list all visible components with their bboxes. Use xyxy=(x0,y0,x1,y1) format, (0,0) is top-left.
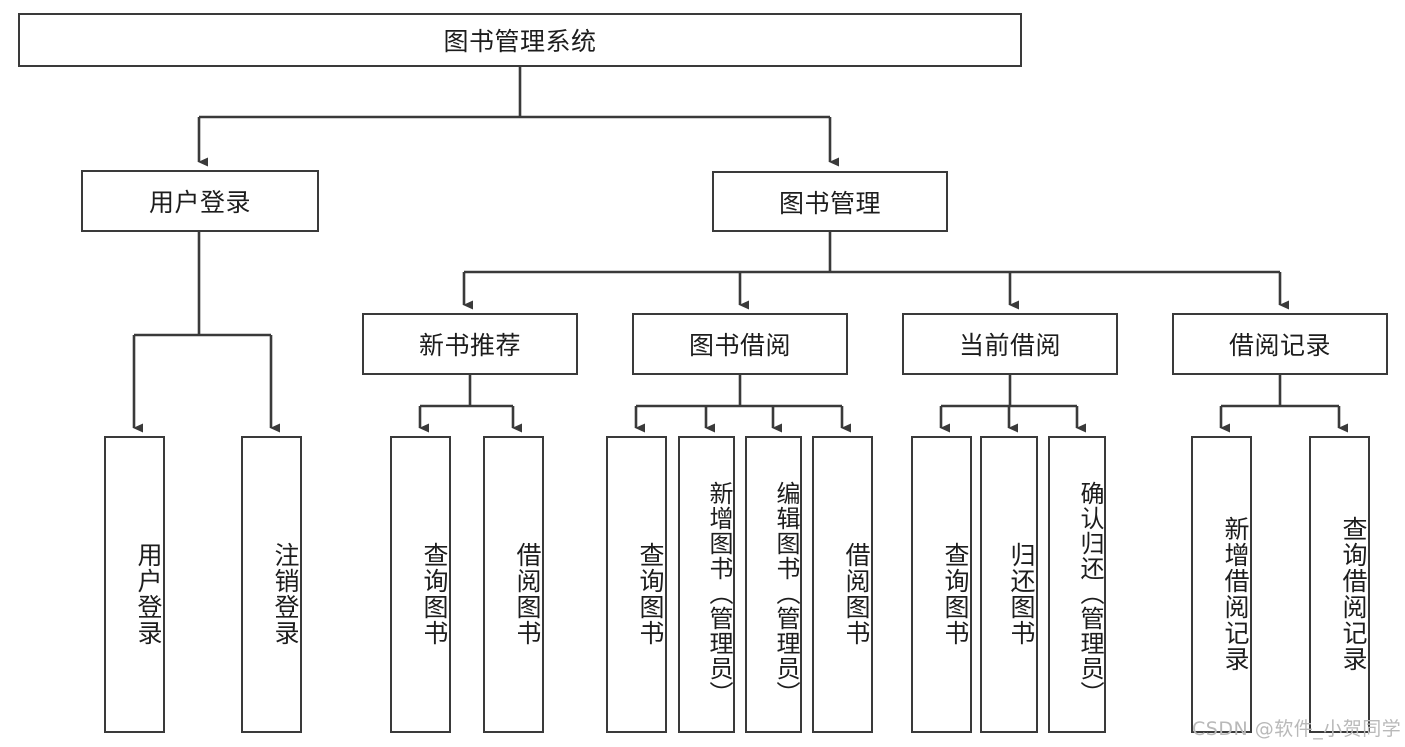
node-book-management-label: 图书管理 xyxy=(778,188,881,218)
node-leaf-edit-book-admin-label: 编辑图书（管理员） xyxy=(772,481,800,706)
node-leaf-add-book-admin[interactable]: 新增图书（管理员） xyxy=(678,436,735,733)
node-leaf-add-book-admin-label: 新增图书（管理员） xyxy=(705,481,733,706)
node-book-borrow[interactable]: 图书借阅 xyxy=(632,313,848,375)
node-new-book-recommendation[interactable]: 新书推荐 xyxy=(362,313,578,375)
node-leaf-add-borrow-record-label: 新增借阅记录 xyxy=(1221,515,1250,672)
node-user-login-label: 用户登录 xyxy=(148,188,251,217)
node-root-label: 图书管理系统 xyxy=(443,27,597,56)
node-leaf-query-book-borrow[interactable]: 查询图书 xyxy=(606,436,667,733)
node-leaf-confirm-return-admin-label: 确认归还（管理员） xyxy=(1076,481,1104,706)
node-leaf-query-book-current[interactable]: 查询图书 xyxy=(911,436,972,733)
node-current-borrow-label: 当前借阅 xyxy=(958,331,1061,360)
node-user-login[interactable]: 用户登录 xyxy=(81,170,319,232)
node-leaf-confirm-return-admin[interactable]: 确认归还（管理员） xyxy=(1048,436,1106,733)
node-leaf-return-book[interactable]: 归还图书 xyxy=(980,436,1038,733)
watermark-text: CSDN @软件_小贺同学 xyxy=(1192,718,1402,740)
node-leaf-borrow-book-label: 借阅图书 xyxy=(842,541,871,646)
node-leaf-borrow-book[interactable]: 借阅图书 xyxy=(812,436,873,733)
node-root-book-management-system[interactable]: 图书管理系统 xyxy=(18,13,1022,67)
node-leaf-borrow-book-rec-label: 借阅图书 xyxy=(513,541,542,646)
node-borrow-record[interactable]: 借阅记录 xyxy=(1172,313,1388,375)
node-leaf-query-book-current-label: 查询图书 xyxy=(941,541,970,646)
node-leaf-return-book-label: 归还图书 xyxy=(1007,541,1036,646)
node-leaf-logout-label: 注销登录 xyxy=(271,541,300,646)
node-leaf-query-borrow-record-label: 查询借阅记录 xyxy=(1339,515,1368,672)
node-leaf-query-book-rec-label: 查询图书 xyxy=(420,541,449,646)
node-book-borrow-label: 图书借阅 xyxy=(688,331,791,360)
node-leaf-borrow-book-rec[interactable]: 借阅图书 xyxy=(483,436,544,733)
node-leaf-add-borrow-record[interactable]: 新增借阅记录 xyxy=(1191,436,1252,733)
node-leaf-user-login-label: 用户登录 xyxy=(134,541,163,646)
node-new-book-recommendation-label: 新书推荐 xyxy=(418,331,521,360)
node-leaf-edit-book-admin[interactable]: 编辑图书（管理员） xyxy=(745,436,802,733)
node-leaf-query-book-borrow-label: 查询图书 xyxy=(636,541,665,646)
node-leaf-query-book-rec[interactable]: 查询图书 xyxy=(390,436,451,733)
node-book-management[interactable]: 图书管理 xyxy=(712,171,948,232)
node-leaf-logout[interactable]: 注销登录 xyxy=(241,436,302,733)
node-current-borrow[interactable]: 当前借阅 xyxy=(902,313,1118,375)
node-leaf-user-login[interactable]: 用户登录 xyxy=(104,436,165,733)
node-borrow-record-label: 借阅记录 xyxy=(1228,331,1331,360)
node-leaf-query-borrow-record[interactable]: 查询借阅记录 xyxy=(1309,436,1370,733)
